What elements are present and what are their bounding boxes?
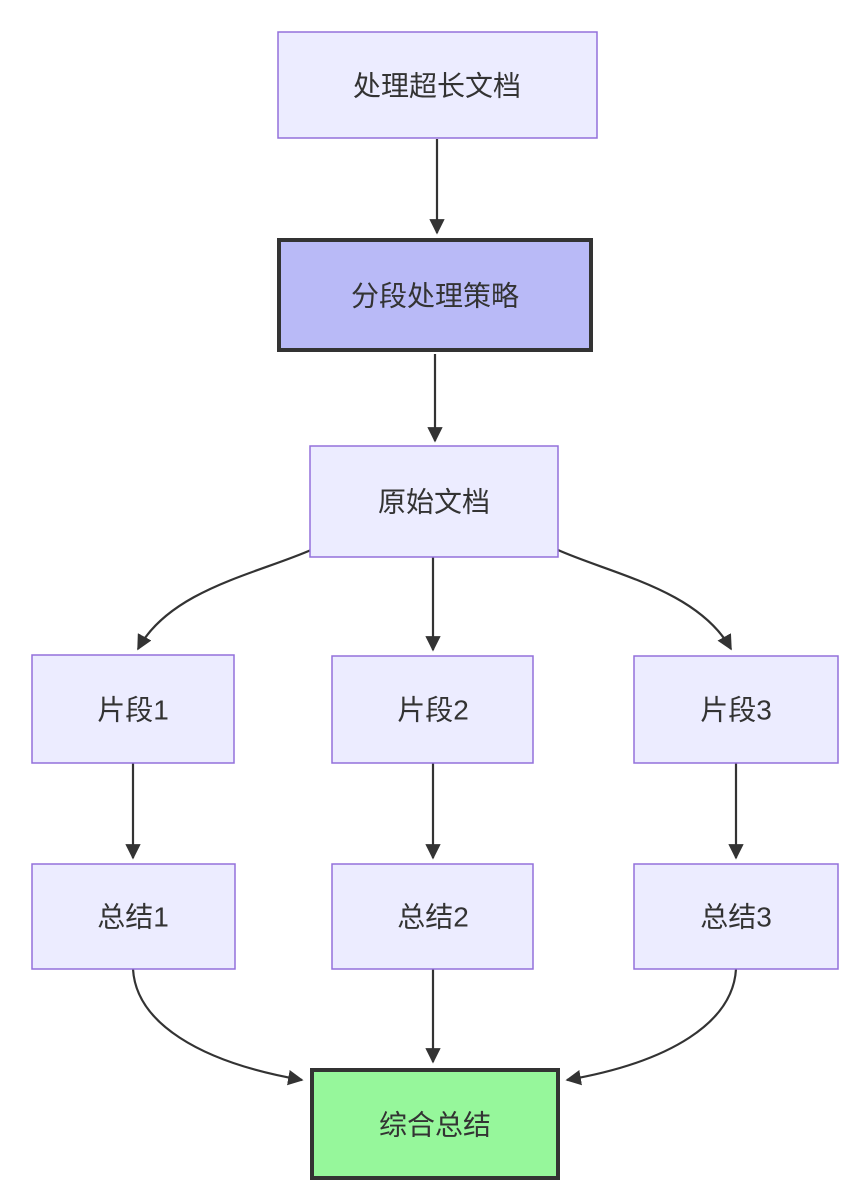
node-summary-3-box: [633, 863, 839, 970]
node-summary-2-box: [331, 863, 534, 970]
node-chunk-3: 片段3: [633, 655, 839, 764]
node-chunk-3-box: [633, 655, 839, 764]
node-source-label: 原始文档: [378, 487, 490, 518]
node-strategy: 分段处理策略: [277, 238, 593, 352]
node-summary-2-label: 总结2: [397, 902, 469, 933]
node-summary-1-box: [31, 863, 236, 970]
node-summary-2: 总结2: [331, 863, 534, 970]
edge-source-chunk1: [137, 548, 312, 651]
node-source-box: [309, 445, 559, 558]
node-chunk-1: 片段1: [31, 654, 235, 764]
edge-group: [125, 139, 744, 1086]
node-final-label: 综合总结: [379, 1110, 491, 1141]
node-chunk-2-box: [331, 655, 534, 764]
node-summary-1-label: 总结1: [97, 902, 169, 933]
node-task: 处理超长文档: [277, 31, 598, 139]
node-final: 综合总结: [310, 1068, 560, 1180]
node-source: 原始文档: [309, 445, 559, 558]
node-task-box: [277, 31, 598, 139]
edge-summary1-final: [131, 968, 304, 1086]
node-chunk-3-label: 片段3: [700, 695, 772, 726]
node-final-box: [310, 1068, 560, 1180]
node-chunk-2-label: 片段2: [397, 695, 469, 726]
node-strategy-box: [277, 238, 593, 352]
node-task-label: 处理超长文档: [353, 71, 521, 102]
node-chunk-1-label: 片段1: [97, 695, 169, 726]
edge-source-chunk3: [557, 548, 732, 651]
node-chunk-1-box: [31, 654, 235, 764]
node-strategy-label: 分段处理策略: [351, 281, 519, 312]
node-summary-3: 总结3: [633, 863, 839, 970]
edge-summary3-final: [565, 968, 738, 1086]
node-summary-1: 总结1: [31, 863, 236, 970]
node-chunk-2: 片段2: [331, 655, 534, 764]
node-summary-3-label: 总结3: [700, 902, 772, 933]
